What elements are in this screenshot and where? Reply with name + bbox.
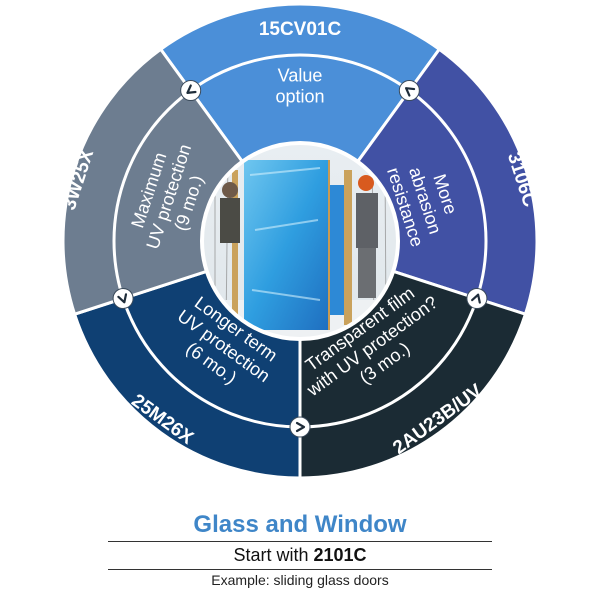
divider: [108, 541, 492, 542]
segment-description-line: Value: [278, 65, 323, 85]
start-code: 2101C: [313, 545, 367, 565]
section-title: Glass and Window: [193, 511, 407, 538]
film-selection-wheel: 15CV01CValueoption3106CMoreabrasionresis…: [63, 4, 537, 478]
chevron-icon: [180, 80, 202, 102]
chevron-icon: [289, 416, 311, 438]
divider: [108, 569, 492, 570]
chevron-icon: [466, 287, 488, 309]
start-prefix: Start with: [233, 545, 309, 565]
segment-description-line: option: [275, 86, 324, 106]
start-with-text: Start with 2101C: [0, 545, 600, 566]
chevron-icon: [112, 287, 134, 309]
example-text: Example: sliding glass doors: [211, 572, 389, 588]
chevron-icon: [398, 80, 420, 102]
film-code-label: 15CV01C: [259, 19, 342, 40]
